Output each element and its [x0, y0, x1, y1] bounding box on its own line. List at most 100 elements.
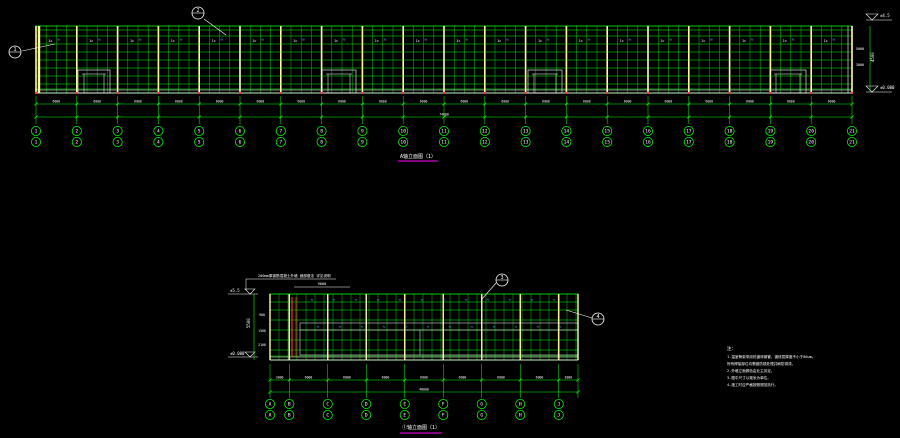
top-axis-bubble-upper-label: 15 — [604, 129, 610, 135]
top-base-anchor — [279, 92, 282, 94]
notes-heading: 注： — [727, 345, 736, 352]
callout-right-bottom-elevation: 4 — [565, 309, 605, 326]
top-axis-bubble-upper-label: 3 — [116, 129, 119, 135]
top-axis-bubble-lower — [643, 136, 654, 147]
top-dim-tick — [156, 115, 161, 119]
top-axis-bubble-lower-label: 2 — [75, 140, 78, 146]
top-axis-bubble-lower — [520, 136, 531, 147]
bot-axis-bubble-lower — [553, 409, 564, 420]
top-panel-tag: 1c — [783, 39, 787, 43]
bot-axis-bubble-lower-label: G — [480, 413, 483, 419]
top-bay-dim: 6000 — [461, 100, 469, 104]
bottom-height-note: 5500 — [246, 318, 251, 328]
top-axis-bubble-lower — [724, 136, 735, 147]
top-axis-bubble-upper-label: 10 — [400, 129, 406, 135]
top-axis-bubble-upper-label: 1 — [35, 129, 38, 135]
top-axis-bubble-upper — [683, 126, 694, 137]
top-axis-bubble-upper-label: 9 — [361, 129, 364, 135]
notes-line-4: 3.图中尺寸以毫米为单位。 — [727, 375, 771, 380]
top-axis-bubble-lower-label: 14 — [564, 140, 570, 146]
top-axis-bubble-upper — [847, 126, 858, 137]
top-axis-bubble-upper — [643, 126, 654, 137]
top-glazing-mark: ≈ — [98, 37, 101, 43]
callout-3-number: 3 — [500, 275, 503, 281]
top-panel-tag: 1c — [212, 39, 216, 43]
top-dim-tick — [483, 102, 487, 106]
top-axis-bubble-lower — [561, 136, 572, 147]
top-glazing-mark: ≈ — [506, 37, 509, 43]
bot-axis-bubble-lower-label: J — [557, 413, 560, 419]
bot-glazing-mark: ≈ — [537, 325, 540, 330]
bot-axis-bubble-upper-label: H — [519, 402, 522, 408]
top-axis-bubble-lower — [112, 136, 123, 147]
bot-dim-tick — [518, 378, 523, 382]
top-elevation: ≈1c≈1c≈1c≈1c≈1c≈1c≈1c≈1c≈1c≈1c≈1c≈1c≈1c≈… — [8, 6, 895, 162]
top-base-anchor — [769, 92, 772, 94]
bot-glazing-mark: ≈ — [509, 298, 512, 303]
top-axis-bubble-upper — [316, 126, 327, 137]
top-panel-tag: 1c — [456, 39, 460, 43]
bot-glazing-mark: ≈ — [515, 325, 518, 330]
top-axis-bubble-lower — [30, 136, 41, 147]
top-dim-tick — [360, 115, 365, 119]
top-axis-bubble-upper — [479, 126, 490, 137]
top-base-anchor — [320, 92, 323, 94]
top-dim-tick — [809, 115, 813, 119]
top-panel-tag: 1c — [824, 39, 828, 43]
top-axis-bubble-upper-label: 14 — [564, 129, 570, 135]
top-axis-bubble-lower — [234, 136, 245, 147]
top-axis-bubble-lower-label: 1 — [35, 140, 38, 146]
bot-axis-bubble-lower — [476, 409, 487, 420]
top-glazing-mark: ≈ — [383, 37, 386, 43]
top-dim-tick — [197, 102, 201, 106]
top-glazing-mark: ≈ — [302, 37, 305, 43]
top-base-anchor — [606, 92, 609, 94]
bot-axis-bubble-upper — [264, 398, 275, 409]
top-bay-dim: 6000 — [53, 100, 61, 104]
top-dim-tick — [115, 115, 120, 119]
top-dim-tick — [564, 102, 569, 106]
top-dim-tick — [768, 102, 773, 106]
top-glazing-mark: ≈ — [587, 37, 590, 43]
top-axis-bubble-lower-label: 5 — [198, 140, 201, 146]
bottom-level-top: ±5.5 — [230, 288, 240, 293]
top-base-anchor — [524, 92, 527, 94]
top-axis-bubble-upper-label: 12 — [482, 129, 488, 135]
top-panel-tag: 1c — [375, 39, 379, 43]
notes-block: 注： 1.温室骨架采用热镀锌钢管，镀锌层厚度不小于80um。 所有焊接部位均需做… — [727, 345, 815, 387]
bot-axis-bubble-upper — [399, 398, 410, 409]
top-base-anchor — [361, 92, 364, 94]
top-glazing-mark: ≈ — [139, 37, 142, 43]
top-axis-bubble-lower-label: 10 — [400, 140, 406, 146]
top-bay-dim: 6000 — [379, 100, 387, 104]
top-bay-dim: 6000 — [297, 100, 305, 104]
top-glazing-mark: ≈ — [628, 37, 631, 43]
top-glazing-mark: ≈ — [179, 37, 182, 43]
top-dim-text: 9600 — [318, 282, 327, 286]
top-bay-dim: 6000 — [420, 100, 428, 104]
top-dim-tick — [238, 115, 242, 119]
bot-glazing-mark: ≈ — [317, 325, 320, 330]
top-bay-dim: 6000 — [705, 100, 713, 104]
top-axis-bubble-upper-label: 17 — [686, 129, 692, 135]
notes-line-5: 4.施工时应严格按照规范执行。 — [727, 382, 778, 387]
top-glazing-mark: ≈ — [220, 37, 223, 43]
notes-line-2: 所有焊接部位均需做防锈处理并刷防锈漆。 — [727, 361, 795, 366]
bot-dim-tick — [556, 378, 561, 382]
bot-bay-dim: 6000 — [536, 376, 544, 380]
top-axis-bubble-upper — [153, 126, 164, 137]
top-dim-tick — [360, 102, 365, 106]
bot-dim-tick — [268, 390, 272, 394]
bot-left-dim-a: 900 — [259, 313, 265, 317]
bot-total-dim: 48000 — [419, 388, 429, 392]
bot-glazing-mark: ≈ — [361, 325, 364, 330]
top-panel-tag: 1c — [701, 39, 705, 43]
bot-glazing-mark: ≈ — [377, 298, 380, 303]
bot-axis-bubble-upper — [438, 398, 449, 409]
top-dim-tick — [197, 115, 201, 119]
bot-bay-dim: 6000 — [343, 376, 351, 380]
bot-glazing-mark: ≈ — [553, 298, 556, 303]
top-dim-tick — [75, 102, 79, 106]
